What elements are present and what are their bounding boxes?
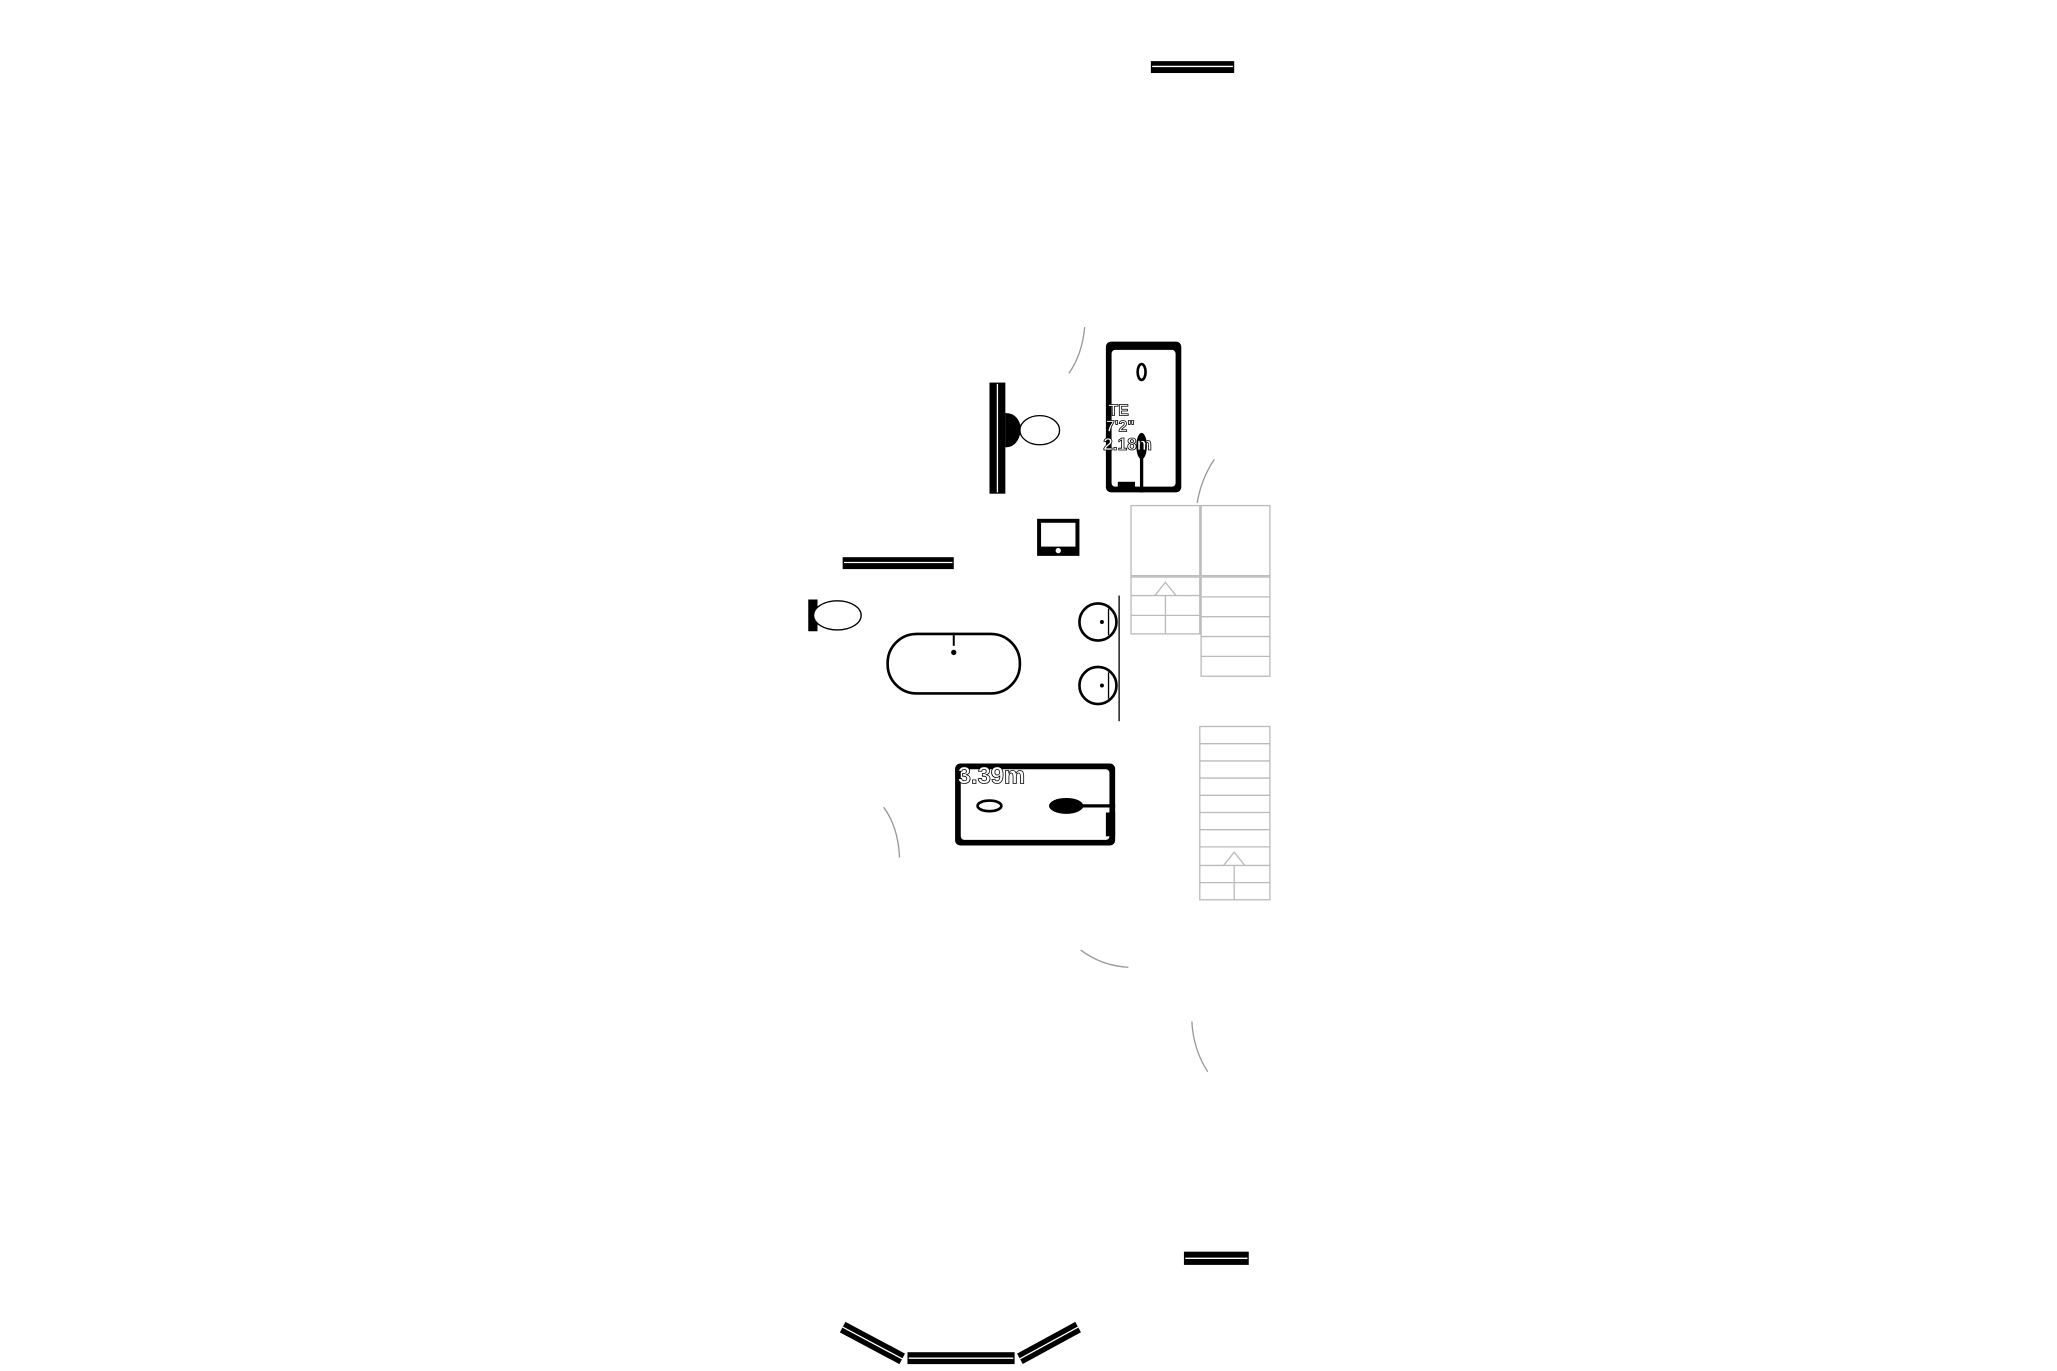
door-swing-arc	[1080, 949, 1129, 968]
staircase-1	[1130, 504, 1271, 677]
room-dim-imperial: 7'2"	[1106, 419, 1135, 436]
bay-window	[839, 1321, 1081, 1365]
toilet-2	[808, 599, 862, 632]
toilet-1	[1005, 412, 1061, 448]
door-swing-arc	[1068, 326, 1086, 374]
door-swing-arc	[883, 806, 901, 858]
sink-cabinet	[1037, 518, 1080, 556]
shower-tray-2	[955, 763, 1116, 846]
room-dim-metric: 2.18m	[1103, 434, 1152, 454]
wall-segment	[842, 557, 954, 570]
basin-2	[1078, 665, 1118, 706]
door-swing-arc	[1191, 1021, 1209, 1073]
basin-1	[1078, 602, 1118, 642]
staircase-2	[1199, 725, 1271, 901]
room-name-label: TE	[1109, 403, 1129, 420]
shower-tray-1	[1105, 341, 1182, 493]
shower-dim-metric: 3.39m	[958, 762, 1025, 789]
door-swing-arc	[1196, 458, 1215, 504]
bathtub	[886, 632, 1022, 695]
